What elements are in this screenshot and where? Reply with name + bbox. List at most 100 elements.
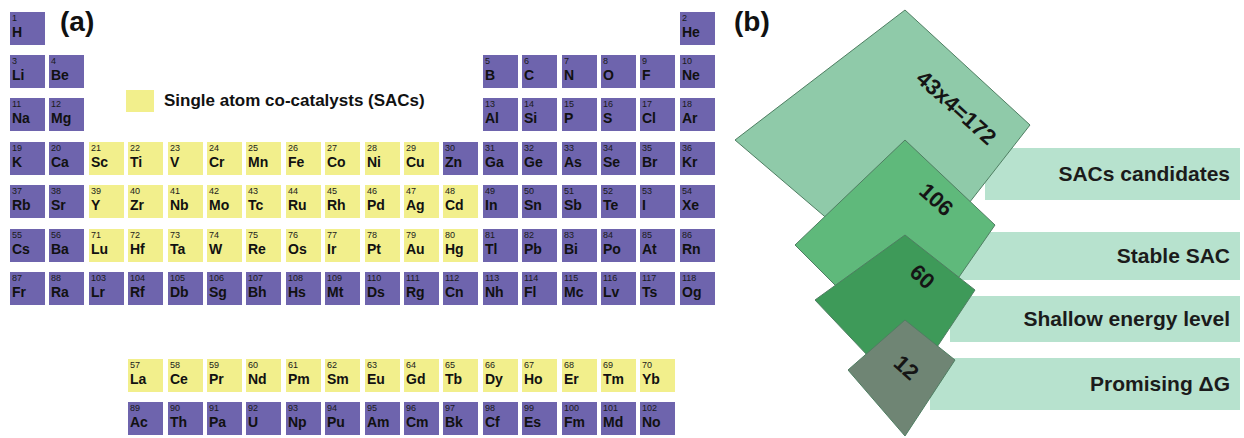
element-symbol: Lv bbox=[603, 284, 619, 301]
element-cell: 6C bbox=[522, 55, 557, 88]
element-cell: 71Lu bbox=[89, 229, 124, 262]
element-symbol: He bbox=[682, 24, 700, 41]
element-symbol: Rg bbox=[406, 284, 425, 301]
atomic-number: 49 bbox=[485, 186, 495, 196]
atomic-number: 50 bbox=[524, 186, 534, 196]
stage-label: Shallow energy level bbox=[1023, 307, 1230, 331]
atomic-number: 72 bbox=[130, 230, 140, 240]
element-symbol: Ds bbox=[367, 284, 385, 301]
atomic-number: 75 bbox=[248, 230, 258, 240]
element-symbol: Pd bbox=[367, 197, 385, 214]
element-symbol: As bbox=[564, 154, 582, 171]
atomic-number: 48 bbox=[445, 186, 455, 196]
element-cell: 38Sr bbox=[49, 185, 84, 218]
element-symbol: P bbox=[564, 110, 573, 127]
element-symbol: Tl bbox=[485, 241, 497, 258]
element-symbol: Re bbox=[248, 241, 266, 258]
atomic-number: 30 bbox=[445, 143, 455, 153]
atomic-number: 64 bbox=[406, 360, 416, 370]
element-symbol: Eu bbox=[367, 371, 385, 388]
atomic-number: 28 bbox=[367, 143, 377, 153]
atomic-number: 3 bbox=[12, 56, 17, 66]
element-cell: 63Eu bbox=[365, 359, 400, 392]
element-cell: 31Ga bbox=[483, 142, 518, 175]
atomic-number: 102 bbox=[642, 403, 657, 413]
element-symbol: Zn bbox=[445, 154, 462, 171]
element-cell: 77Ir bbox=[325, 229, 360, 262]
element-symbol: Rb bbox=[12, 197, 31, 214]
element-symbol: La bbox=[130, 371, 146, 388]
element-cell: 3Li bbox=[10, 55, 45, 88]
element-cell: 59Pr bbox=[207, 359, 242, 392]
atomic-number: 67 bbox=[524, 360, 534, 370]
element-symbol: Yb bbox=[642, 371, 660, 388]
atomic-number: 93 bbox=[288, 403, 298, 413]
atomic-number: 46 bbox=[367, 186, 377, 196]
element-cell: 50Sn bbox=[522, 185, 557, 218]
element-symbol: Hf bbox=[130, 241, 145, 258]
element-symbol: Og bbox=[682, 284, 701, 301]
atomic-number: 1 bbox=[12, 13, 17, 23]
element-symbol: Zr bbox=[130, 197, 144, 214]
atomic-number: 53 bbox=[642, 186, 652, 196]
atomic-number: 116 bbox=[603, 273, 617, 283]
atomic-number: 24 bbox=[209, 143, 219, 153]
element-symbol: W bbox=[209, 241, 222, 258]
element-symbol: Xe bbox=[682, 197, 699, 214]
element-symbol: Cu bbox=[406, 154, 425, 171]
element-cell: 115Mc bbox=[562, 272, 597, 305]
element-symbol: F bbox=[642, 67, 651, 84]
legend-swatch bbox=[126, 90, 154, 112]
element-cell: 67Ho bbox=[522, 359, 557, 392]
atomic-number: 112 bbox=[445, 273, 459, 283]
element-symbol: Mn bbox=[248, 154, 268, 171]
element-cell: 81Tl bbox=[483, 229, 518, 262]
element-cell: 47Ag bbox=[404, 185, 439, 218]
tier-polygon bbox=[815, 235, 975, 395]
element-cell: 103Lr bbox=[89, 272, 124, 305]
element-symbol: Gd bbox=[406, 371, 425, 388]
atomic-number: 110 bbox=[367, 273, 381, 283]
atomic-number: 100 bbox=[564, 403, 579, 413]
element-symbol: Ts bbox=[642, 284, 657, 301]
atomic-number: 4 bbox=[51, 56, 56, 66]
element-symbol: Cn bbox=[445, 284, 464, 301]
atomic-number: 45 bbox=[327, 186, 337, 196]
atomic-number: 38 bbox=[51, 186, 61, 196]
element-cell: 82Pb bbox=[522, 229, 557, 262]
atomic-number: 58 bbox=[170, 360, 180, 370]
element-symbol: Ho bbox=[524, 371, 543, 388]
atomic-number: 73 bbox=[170, 230, 180, 240]
element-symbol: Al bbox=[485, 110, 499, 127]
element-cell: 105Db bbox=[168, 272, 203, 305]
atomic-number: 114 bbox=[524, 273, 538, 283]
element-cell: 95Am bbox=[365, 402, 400, 435]
element-cell: 58Ce bbox=[168, 359, 203, 392]
element-cell: 11Na bbox=[10, 98, 45, 131]
atomic-number: 57 bbox=[130, 360, 140, 370]
element-cell: 19K bbox=[10, 142, 45, 175]
atomic-number: 19 bbox=[12, 143, 22, 153]
atomic-number: 14 bbox=[524, 99, 534, 109]
element-cell: 16S bbox=[601, 98, 636, 131]
element-symbol: Pa bbox=[209, 414, 226, 431]
element-symbol: Pm bbox=[288, 371, 310, 388]
element-cell: 90Th bbox=[168, 402, 203, 435]
element-symbol: I bbox=[642, 197, 646, 214]
element-cell: 57La bbox=[128, 359, 163, 392]
element-cell: 1H bbox=[10, 12, 45, 45]
element-symbol: Np bbox=[288, 414, 307, 431]
element-cell: 41Nb bbox=[168, 185, 203, 218]
element-cell: 5B bbox=[483, 55, 518, 88]
element-cell: 9F bbox=[640, 55, 675, 88]
element-symbol: Hg bbox=[445, 241, 464, 258]
element-cell: 21Sc bbox=[89, 142, 124, 175]
element-cell: 84Po bbox=[601, 229, 636, 262]
element-symbol: Mc bbox=[564, 284, 583, 301]
element-cell: 54Xe bbox=[680, 185, 715, 218]
atomic-number: 54 bbox=[682, 186, 692, 196]
atomic-number: 79 bbox=[406, 230, 416, 240]
element-symbol: Am bbox=[367, 414, 390, 431]
atomic-number: 13 bbox=[485, 99, 495, 109]
atomic-number: 97 bbox=[445, 403, 455, 413]
